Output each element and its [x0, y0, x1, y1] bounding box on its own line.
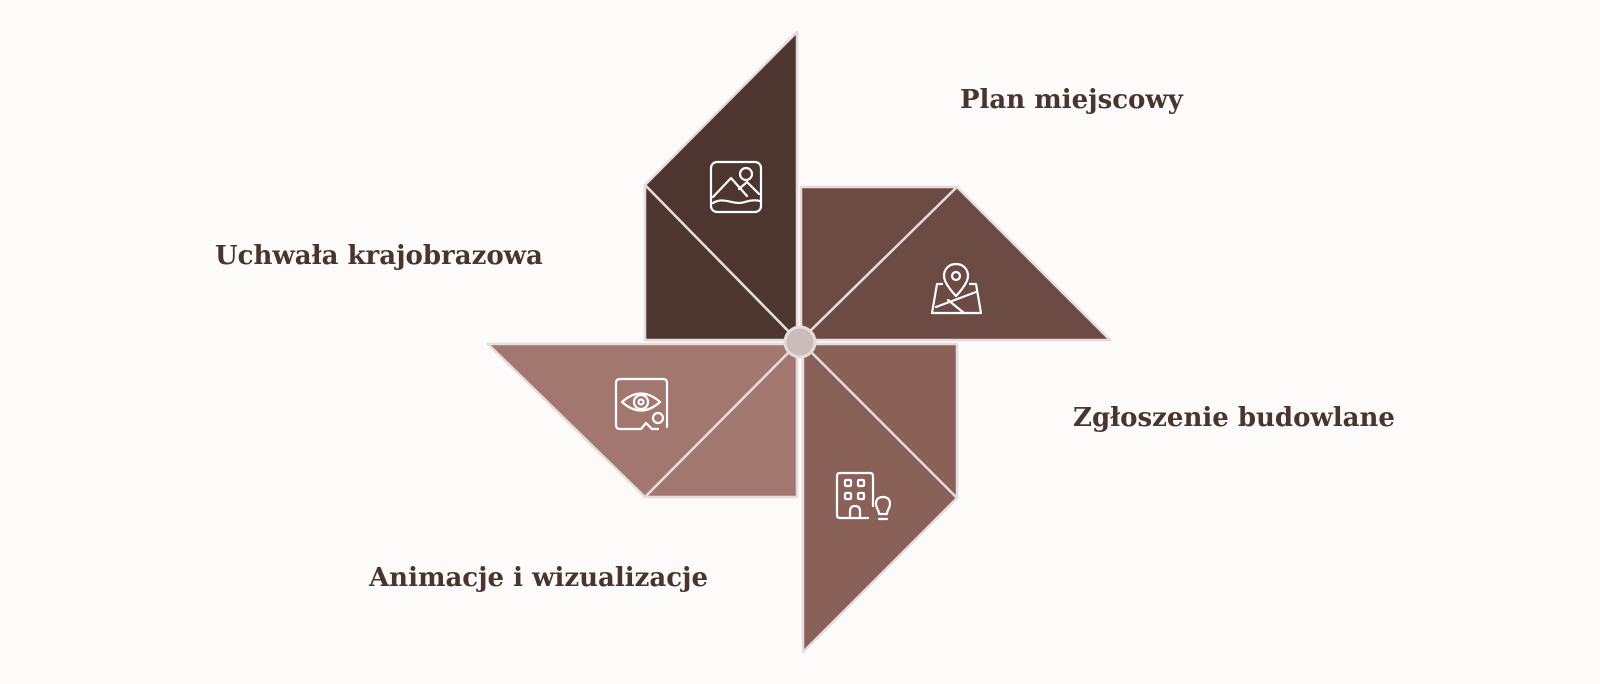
label-uchwala-krajobrazowa: Uchwała krajobrazowa: [215, 241, 543, 271]
label-animacje-i-wizualizacje: Animacje i wizualizacje: [369, 563, 708, 593]
landscape-image-icon: [709, 160, 763, 214]
blade-uchwala-inner: [643, 183, 799, 342]
pinwheel-hub: [783, 325, 817, 359]
blade-animacje: [486, 342, 799, 499]
label-plan-miejscowy: Plan miejscowy: [960, 85, 1183, 115]
map-pin-icon: [930, 262, 983, 315]
building-lightbulb-icon: [835, 471, 892, 521]
blade-uchwala: [643, 30, 799, 342]
blade-animacje-inner: [643, 342, 799, 499]
eye-screen-icon: [614, 377, 669, 431]
label-zgloszenie-budowlane: Zgłoszenie budowlane: [1073, 403, 1395, 433]
